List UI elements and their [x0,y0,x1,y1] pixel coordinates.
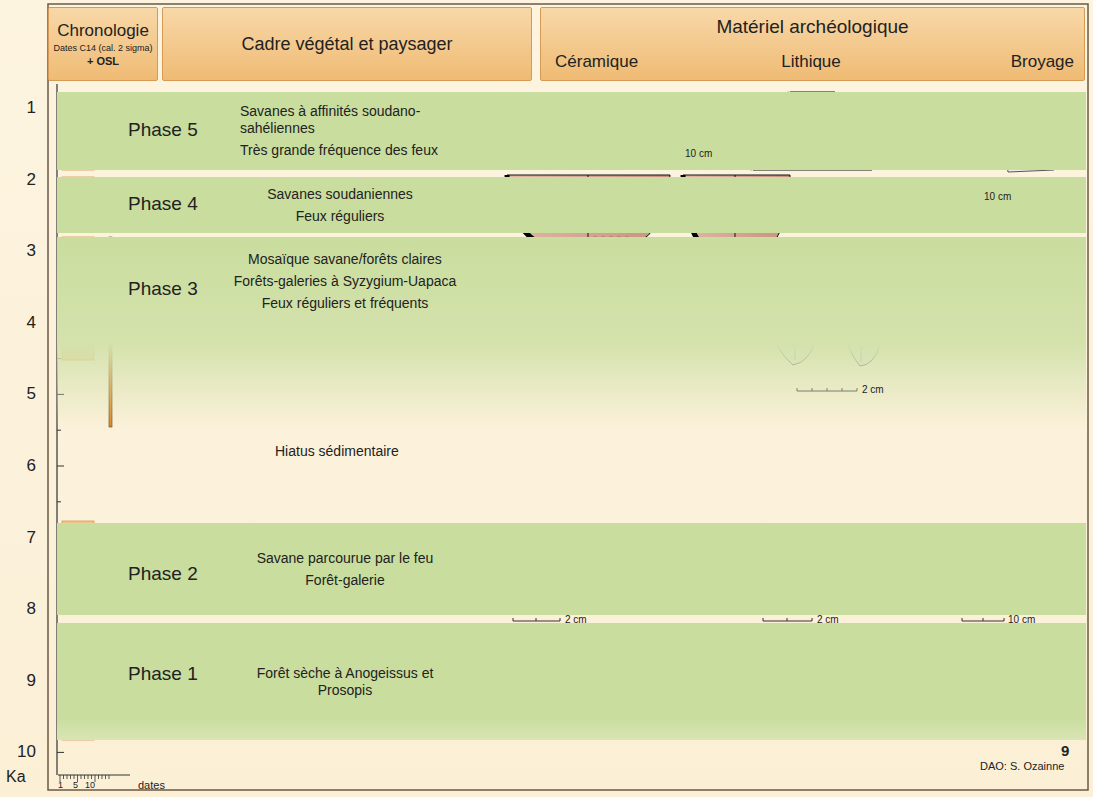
phase-label: Phase 4 [128,193,198,215]
header-title: Chronologie [57,21,149,41]
header-subtitle: Dates C14 (cal. 2 sigma) [53,43,152,53]
phase-band: Phase 5 Savanes à affinités soudano-sahél… [57,92,1086,170]
header-subtitle: Broyage [1011,52,1074,72]
credit: DAO: S. Ozainne [980,760,1064,772]
header-box: Cadre végétal et paysager [162,7,532,81]
phase-label: Phase 5 [128,119,198,141]
vegetation-text: Très grande fréquence des feux [240,142,490,159]
date-scale-label: 5 [73,780,78,790]
vegetation-text: Forêts-galeries à Syzygium-Uapaca [200,273,490,290]
axis-tick-label: 5 [6,384,36,404]
header-title: Matériel archéologique [541,16,1084,38]
outer-frame [48,4,1088,790]
axis-tick-label: 2 [6,170,36,190]
scale-label: 2 cm [862,384,884,395]
header-stack: ChronologieDates C14 (cal. 2 sigma) + OSL [49,8,157,80]
header-box: ChronologieDates C14 (cal. 2 sigma) + OSL [48,7,158,81]
phase-description: Mosaïque savane/forêts clairesForêts-gal… [200,251,490,311]
vegetation-text: Mosaïque savane/forêts claires [200,251,490,268]
date-scale-label: 10 [85,780,95,790]
date-scale-label: dates [138,779,165,791]
hiatus-note: Hiatus sédimentaire [275,443,399,459]
phase-band: Phase 3Mosaïque savane/forêts clairesFor… [57,237,1086,429]
phase-label: Phase 3 [128,278,198,300]
header-subtitle: + OSL [87,55,119,67]
header-box: Matériel archéologiqueCéramique Lithique B… [540,7,1085,81]
vegetation-text: Savanes soudaniennes [210,186,470,203]
axis-unit: Ka [6,768,26,786]
phase-band: Phase 2 Savane parcourue par le feuForêt-… [57,523,1086,615]
axis-tick-label: 7 [6,528,36,548]
scale-label: 10 cm [685,148,712,159]
header-subtitle: Lithique [766,52,856,72]
scale-label: 2 cm [565,614,587,625]
date-scale-label: 1 [58,780,63,790]
phase-description: Savane parcourue par le feuForêt-galerie [215,523,475,615]
phase-band: Phase 1 Forêt sèche à Anogeissus et Proso… [57,623,1086,740]
axis-tick-label: 4 [6,313,36,333]
scale-label: 2 cm [817,614,839,625]
header-stack: Cadre végétal et paysager [163,8,531,80]
header-title: Cadre végétal et paysager [241,34,452,55]
vegetation-text: Feux réguliers [210,208,470,225]
axis-tick-label: 9 [6,671,36,691]
axis-tick-label: 6 [6,456,36,476]
vegetation-text: Feux réguliers et fréquents [200,295,490,312]
scale-label: 10 cm [1008,614,1035,625]
vegetation-text: Forêt-galerie [215,572,475,589]
axis-tick-label: 1 [6,98,36,118]
axis-tick-label: 8 [6,599,36,619]
figure-number: 9 [1061,742,1069,759]
header-subtitle: Céramique [555,52,638,72]
phase-description: Forêt sèche à Anogeissus et Prosopis [255,623,435,740]
vegetation-text: Forêt sèche à Anogeissus et Prosopis [255,665,435,699]
phase-label: Phase 2 [128,563,198,585]
scale-label: 10 cm [984,191,1011,202]
phase-description: Savanes soudaniennesFeux réguliers [210,177,470,233]
phase-band: Phase 4 Savanes soudaniennesFeux régulier… [57,177,1086,233]
phase-description: Savanes à affinités soudano-sahéliennesT… [240,92,490,170]
vegetation-text: Savane parcourue par le feu [215,550,475,567]
axis-tick-label: 10 [6,742,36,762]
axis-tick-label: 3 [6,241,36,261]
phase-label: Phase 1 [128,663,198,685]
vegetation-text: Savanes à affinités soudano-sahéliennes [240,103,490,137]
